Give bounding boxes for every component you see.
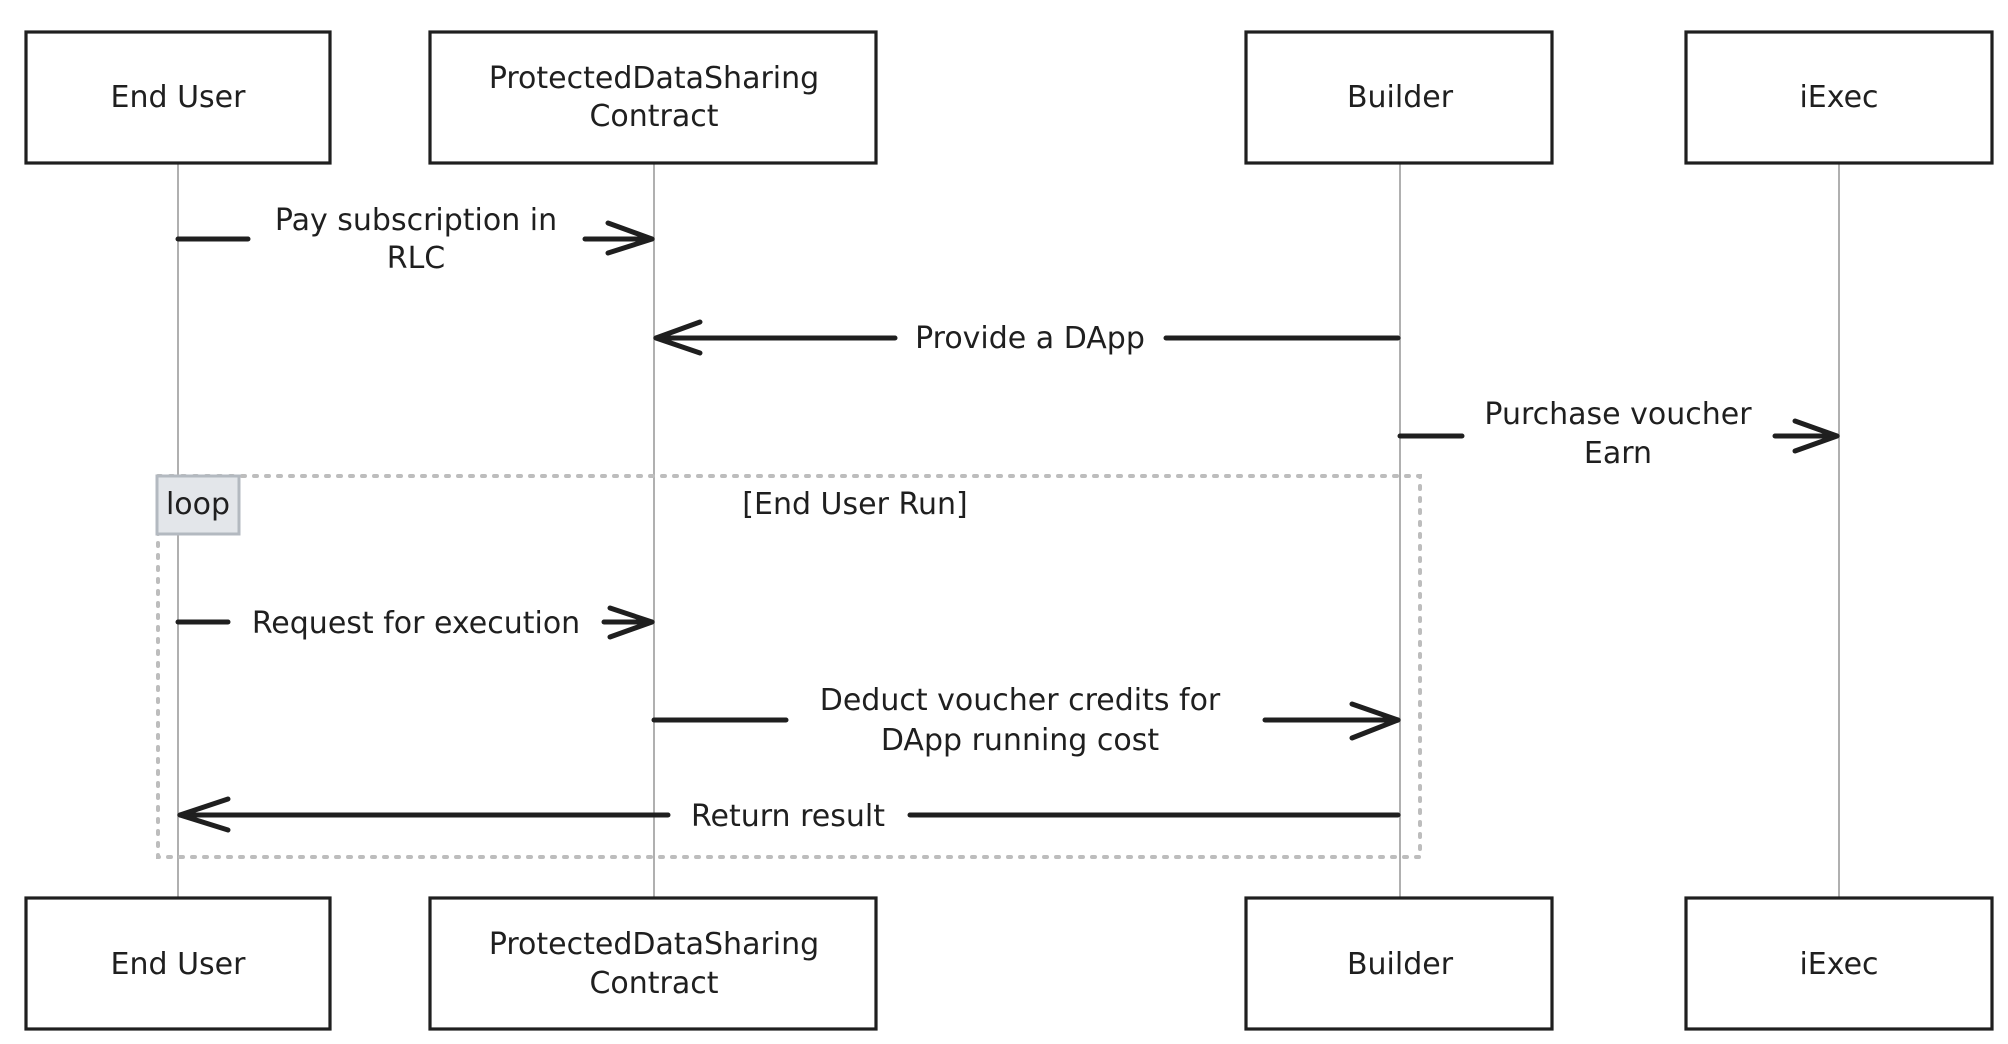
actor-label-line-2: Contract — [589, 99, 718, 134]
loop-tag — [155, 474, 241, 536]
message-label-line-2: RLC — [387, 241, 446, 276]
message-purchase-voucher: Purchase voucher Earn — [1397, 397, 1840, 471]
actor-label-line-2: Contract — [589, 966, 718, 1001]
actor-label: End User — [111, 80, 247, 115]
actor-top-iexec: iExec — [1684, 30, 1994, 165]
message-request-execution: Request for execution — [175, 605, 655, 641]
actor-bottom-contract: ProtectedDataSharing Contract — [428, 896, 878, 1031]
actor-label-line-1: ProtectedDataSharing — [489, 61, 819, 96]
message-label-line-1: Pay subscription in — [275, 203, 557, 238]
message-deduct-credits: Deduct voucher credits for DApp running … — [651, 683, 1401, 758]
actor-label: iExec — [1799, 80, 1878, 115]
message-label: Provide a DApp — [915, 321, 1145, 356]
message-label-line-1: Purchase voucher — [1484, 397, 1752, 432]
message-provide-dapp: Provide a DApp — [653, 319, 1401, 356]
actor-label: iExec — [1799, 947, 1878, 982]
actor-bottom-end-user: End User — [24, 896, 332, 1031]
loop-frame — [156, 474, 1422, 859]
actor-top-builder: Builder — [1244, 30, 1554, 165]
message-label-line-1: Deduct voucher credits for — [820, 683, 1221, 718]
message-label-line-2: DApp running cost — [881, 723, 1159, 758]
actor-label: Builder — [1347, 80, 1454, 115]
loop-fragment: loop [End User Run] — [155, 474, 1422, 859]
message-pay-subscription: Pay subscription in RLC — [175, 203, 655, 276]
message-label-line-2: Earn — [1584, 436, 1652, 471]
message-label: Request for execution — [252, 606, 580, 641]
actor-top-contract: ProtectedDataSharing Contract — [428, 30, 878, 165]
actor-label: End User — [111, 947, 247, 982]
actor-bottom-builder: Builder — [1244, 896, 1554, 1031]
loop-tag-label: loop — [166, 487, 230, 522]
loop-condition: [End User Run] — [742, 487, 967, 522]
actor-top-end-user: End User — [24, 30, 332, 165]
actor-bottom-iexec: iExec — [1684, 896, 1994, 1031]
actor-label: Builder — [1347, 947, 1454, 982]
message-return-result: Return result — [177, 796, 1401, 834]
actor-label-line-1: ProtectedDataSharing — [489, 927, 819, 962]
message-label: Return result — [691, 799, 885, 834]
